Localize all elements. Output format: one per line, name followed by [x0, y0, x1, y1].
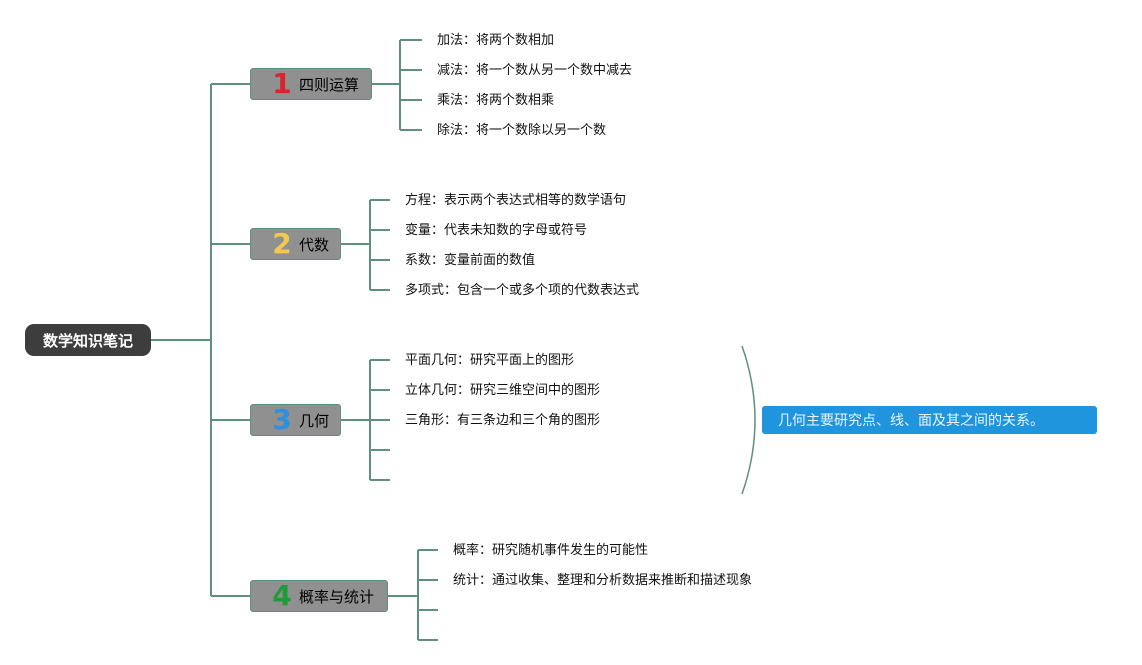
branch-number-3: 3: [272, 403, 292, 436]
branch-label-1: 四则运算: [299, 75, 360, 94]
leaf-3-1[interactable]: 平面几何：研究平面上的图形: [405, 353, 575, 368]
branch-3-leaf-lines: [341, 359, 390, 481]
leaf-3-2[interactable]: 立体几何：研究三维空间中的图形: [405, 383, 601, 398]
branch-4-leaf-lines: [388, 549, 438, 641]
leaf-4-1[interactable]: 概率：研究随机事件发生的可能性: [453, 543, 649, 558]
leaf-2-2[interactable]: 变量：代表未知数的字母或符号: [405, 223, 588, 238]
leaf-1-2[interactable]: 减法：将一个数从另一个数中减去: [437, 63, 633, 78]
branch-node-1[interactable]: 1 四则运算: [250, 68, 372, 100]
leaf-4-2[interactable]: 统计：通过收集、整理和分析数据来推断和描述现象: [453, 573, 753, 588]
branch-number-2: 2: [272, 227, 292, 260]
leaf-2-4[interactable]: 多项式：包含一个或多个项的代数表达式: [405, 283, 640, 298]
branch-node-4[interactable]: 4 概率与统计: [250, 580, 388, 612]
leaf-1-1[interactable]: 加法：将两个数相加: [437, 33, 555, 48]
summary-box[interactable]: 几何主要研究点、线、面及其之间的关系。: [762, 406, 1097, 434]
leaf-1-4[interactable]: 除法：将一个数除以另一个数: [437, 123, 607, 138]
leaf-3-3[interactable]: 三角形：有三条边和三个角的图形: [405, 413, 601, 428]
leaf-2-3[interactable]: 系数：变量前面的数值: [405, 253, 536, 268]
branch-label-2: 代数: [299, 235, 330, 254]
branch-node-3[interactable]: 3 几何: [250, 404, 341, 436]
branch-1-leaf-lines: [372, 39, 422, 131]
branch-2-leaf-lines: [341, 199, 390, 291]
branch-number-4: 4: [272, 579, 292, 612]
root-node[interactable]: 数学知识笔记: [25, 324, 151, 356]
leaf-2-1[interactable]: 方程：表示两个表达式相等的数学语句: [405, 193, 627, 208]
branch-label-4: 概率与统计: [299, 587, 375, 606]
branch-node-2[interactable]: 2 代数: [250, 228, 341, 260]
leaf-1-3[interactable]: 乘法：将两个数相乘: [437, 93, 555, 108]
summary-text: 几何主要研究点、线、面及其之间的关系。: [778, 413, 1044, 429]
root-label: 数学知识笔记: [42, 331, 133, 350]
summary-bracket: [741, 345, 756, 495]
branch-label-3: 几何: [299, 411, 330, 430]
branch-number-1: 1: [272, 67, 292, 100]
